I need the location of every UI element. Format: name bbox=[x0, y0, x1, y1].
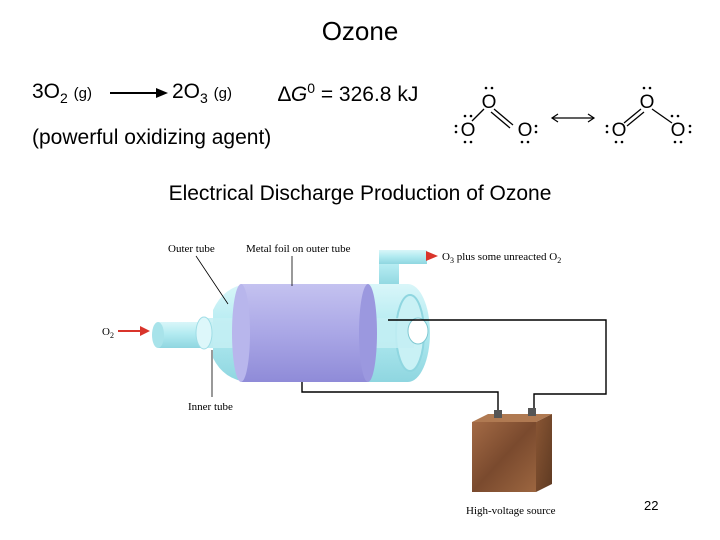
outer-tube-label: Outer tube bbox=[168, 243, 215, 255]
o3-outlet-label: O3 plus some unreacted O2 bbox=[442, 251, 561, 265]
high-voltage-label: High-voltage source bbox=[466, 505, 556, 517]
right-oxygen: O bbox=[518, 120, 533, 141]
o2-unreacted-subscript: 2 bbox=[557, 256, 561, 265]
standard-state-superscript: 0 bbox=[307, 80, 315, 96]
slide-title: Ozone bbox=[321, 16, 399, 46]
o2-label-subscript: 2 bbox=[110, 331, 114, 340]
resonance-structure-right: O O O bbox=[605, 86, 692, 144]
product: 2O3 (g) bbox=[172, 80, 232, 106]
gibbs-symbol: G bbox=[290, 83, 308, 106]
right-oxygen: O bbox=[671, 120, 686, 141]
reactant: 3O2 (g) bbox=[32, 80, 92, 106]
metal-foil bbox=[232, 284, 377, 382]
left-oxygen: O bbox=[461, 120, 476, 141]
ozone-generator-diagram: Outer tube Metal foil on outer tube O3 p… bbox=[102, 243, 607, 517]
outlet-tube bbox=[379, 250, 427, 286]
o3-label-subscript: 3 bbox=[450, 256, 454, 265]
free-energy: ∆G0 = 326.8 kJ bbox=[278, 80, 418, 107]
page-number: 22 bbox=[644, 498, 659, 513]
o3-label-text: O bbox=[442, 251, 450, 263]
reactant-subscript: 2 bbox=[60, 90, 68, 107]
wires bbox=[301, 319, 607, 412]
o2-inlet-arrow-icon bbox=[118, 326, 150, 336]
o3-outlet-arrow-icon bbox=[426, 251, 438, 261]
resonance-arrow-icon bbox=[550, 113, 596, 123]
product-state: (g) bbox=[213, 85, 232, 102]
central-oxygen: O bbox=[482, 92, 497, 113]
inner-tube-label: Inner tube bbox=[188, 401, 233, 413]
oxidizing-note: (powerful oxidizing agent) bbox=[32, 126, 272, 149]
o3-label-rest: plus some unreacted O bbox=[454, 251, 557, 263]
resonance-structure-left: O O O bbox=[454, 86, 538, 144]
product-formula: 2O bbox=[172, 80, 201, 103]
product-subscript: 3 bbox=[200, 90, 208, 107]
reactant-formula: 3O bbox=[32, 80, 61, 103]
o2-label-text: O bbox=[102, 326, 110, 338]
section-subtitle: Electrical Discharge Production of Ozone bbox=[168, 182, 552, 205]
o2-inlet-label: O2 bbox=[102, 326, 114, 340]
left-oxygen: O bbox=[612, 120, 627, 141]
delta-symbol: ∆ bbox=[278, 83, 291, 106]
leader-lines bbox=[195, 255, 293, 397]
reactant-state: (g) bbox=[73, 85, 92, 102]
ozone-resonance-structures: O O O O O O bbox=[448, 76, 698, 152]
central-oxygen: O bbox=[640, 92, 655, 113]
energy-value: = 326.8 kJ bbox=[315, 83, 419, 106]
high-voltage-source bbox=[472, 408, 552, 492]
metal-foil-label: Metal foil on outer tube bbox=[246, 243, 351, 255]
reaction-arrow-icon bbox=[110, 88, 168, 98]
